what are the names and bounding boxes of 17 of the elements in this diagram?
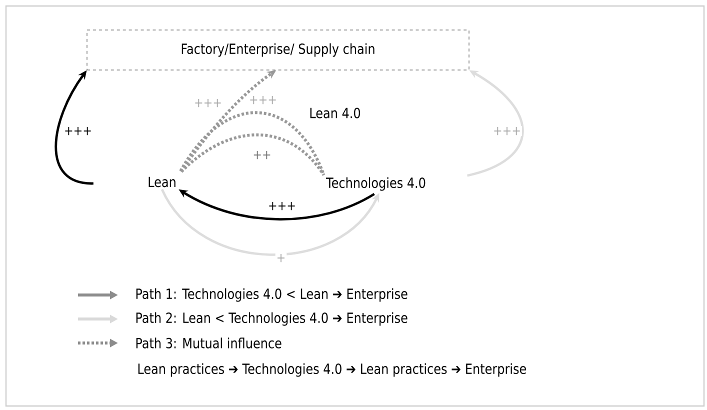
edge-label: +++ [250, 96, 276, 104]
legend-text: Path 1: Technologies 4.0 < Lean ➔ Enterprise [136, 288, 408, 302]
edge-label: +++ [195, 98, 221, 108]
text-label: Lean 4.0 [310, 108, 360, 118]
legend-text: Path 3: Mutual influence [136, 338, 282, 348]
edge-label: +++ [65, 126, 91, 136]
text-label: Lean practices ➔ Technologies 4.0 ➔ Lean practices ➔ Enterprise [138, 363, 526, 377]
edge-label: +++ [492, 126, 522, 136]
edge-label: ++ [254, 150, 270, 160]
node-label: Technologies 4.0 [326, 177, 426, 191]
edge-label: +++ [269, 202, 295, 210]
edge-label: + [275, 252, 287, 264]
legend-text: Path 2: Lean < Technologies 4.0 ➔ Enterprise [136, 312, 408, 326]
node-label: Lean [148, 176, 176, 188]
arrow [160, 188, 380, 256]
system-box: Factory/Enterprise/ Supply chain [86, 30, 470, 70]
arrow [466, 70, 524, 177]
